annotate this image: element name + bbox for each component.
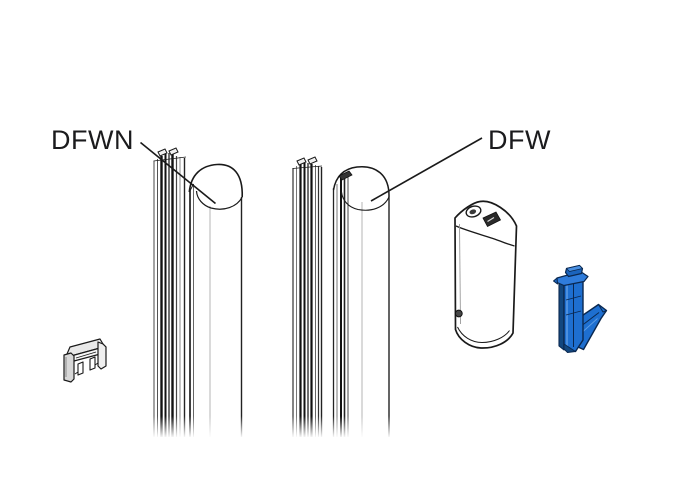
part-label-dfwn: DFWN [51, 125, 134, 155]
narrow-extrusion-dfwn [153, 147, 187, 439]
profile-fadeout [145, 416, 400, 438]
part-label-dfw: DFW [488, 125, 551, 155]
seal-profile-pair-dfw-drawing [292, 156, 390, 439]
bulb-profile-dfw [332, 166, 390, 439]
hook-bracket-drawing [553, 264, 608, 353]
dfwn-leader-line [139, 141, 217, 205]
narrow-extrusion-dfw [292, 156, 323, 439]
cover-cap-drawing [454, 200, 518, 349]
seal-profile-pair-dfwn-drawing [153, 147, 244, 439]
profile-fadeout-mask [145, 437, 400, 449]
dfw-leader-line [370, 137, 483, 202]
bulb-profile-dfwn [188, 163, 244, 439]
mounting-clip-drawing [63, 338, 107, 383]
